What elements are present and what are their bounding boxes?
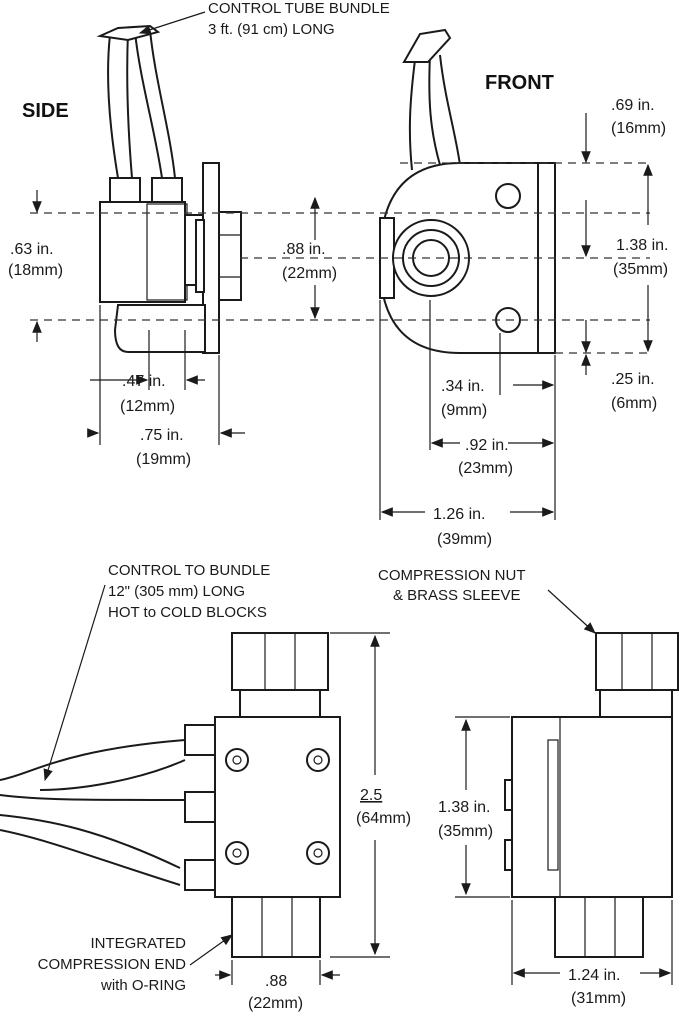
dim-088b-mm: (22mm) bbox=[248, 995, 303, 1012]
dim-124-mm: (31mm) bbox=[571, 990, 626, 1007]
dim-088b-in: .88 bbox=[265, 973, 287, 990]
dim-138b-mm: (35mm) bbox=[438, 823, 493, 840]
dim-047-in: .47 in. bbox=[122, 373, 166, 390]
side-view bbox=[96, 24, 242, 354]
dim-025-mm: (6mm) bbox=[611, 395, 657, 412]
dim-047-mm: (12mm) bbox=[120, 398, 175, 415]
tube-bundle-label-2: 3 ft. (91 cm) LONG bbox=[208, 21, 335, 38]
dim-025-in: .25 in. bbox=[611, 371, 655, 388]
dim-088-mm: (22mm) bbox=[282, 265, 337, 282]
control-bundle-label-3: HOT to COLD BLOCKS bbox=[108, 604, 267, 621]
dim-138-mm: (35mm) bbox=[613, 261, 668, 278]
block-side-view bbox=[504, 632, 679, 958]
dim-075-in: .75 in. bbox=[140, 427, 184, 444]
side-view-title: SIDE bbox=[22, 100, 69, 122]
dim-138-in: 1.38 in. bbox=[616, 237, 668, 254]
dim-075-mm: (19mm) bbox=[136, 451, 191, 468]
block-top-view bbox=[0, 632, 341, 958]
compression-nut-label-1: COMPRESSION NUT bbox=[378, 567, 526, 584]
reference-lines bbox=[30, 162, 650, 354]
dim-092-in: .92 in. bbox=[465, 437, 509, 454]
callout-leaders bbox=[43, 11, 596, 966]
dim-088-in: .88 in. bbox=[282, 241, 326, 258]
dim-138b-in: 1.38 in. bbox=[438, 799, 490, 816]
compression-nut-label-2: & BRASS SLEEVE bbox=[393, 587, 521, 604]
dim-034-mm: (9mm) bbox=[441, 402, 487, 419]
control-bundle-label-1: CONTROL TO BUNDLE bbox=[108, 562, 270, 579]
dim-25-in: 2.5 bbox=[360, 787, 382, 804]
dim-092-mm: (23mm) bbox=[458, 460, 513, 477]
dim-126-in: 1.26 in. bbox=[433, 506, 485, 523]
bottom-dimension-lines bbox=[215, 632, 673, 985]
integrated-label-1: INTEGRATED bbox=[90, 935, 186, 952]
dim-25-mm: (64mm) bbox=[356, 810, 411, 827]
integrated-label-3: with O-RING bbox=[100, 977, 186, 994]
front-dimension-lines bbox=[379, 113, 653, 520]
tube-bundle-label-1: CONTROL TUBE BUNDLE bbox=[208, 0, 390, 17]
dim-069-in: .69 in. bbox=[611, 97, 655, 114]
side-dimension-lines bbox=[32, 190, 320, 445]
dim-124-in: 1.24 in. bbox=[568, 967, 620, 984]
dim-069-mm: (16mm) bbox=[611, 120, 666, 137]
dim-034-in: .34 in. bbox=[441, 378, 485, 395]
dim-063-in: .63 in. bbox=[10, 241, 54, 258]
dim-126-mm: (39mm) bbox=[437, 531, 492, 548]
front-view-title: FRONT bbox=[485, 72, 554, 94]
integrated-label-2: COMPRESSION END bbox=[38, 956, 187, 973]
dim-063-mm: (18mm) bbox=[8, 262, 63, 279]
control-bundle-label-2: 12" (305 mm) LONG bbox=[108, 583, 245, 600]
